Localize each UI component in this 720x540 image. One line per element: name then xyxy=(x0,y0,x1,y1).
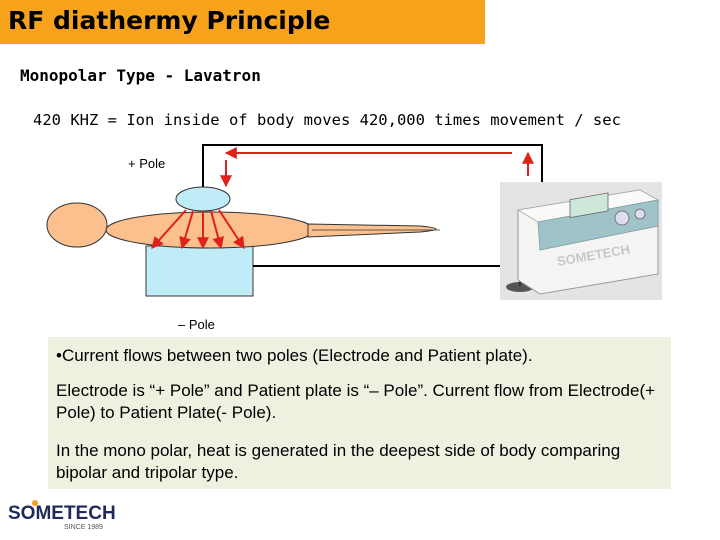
logo-name: SOMETECH xyxy=(8,503,116,524)
patient-legs xyxy=(308,224,436,237)
minus-pole-label: – Pole xyxy=(178,317,215,332)
lavatron-device-image: SOMETECH xyxy=(500,182,662,300)
explanation-para-3: In the mono polar, heat is generated in … xyxy=(56,440,666,484)
electrode xyxy=(176,187,230,211)
patient-body xyxy=(106,212,314,248)
sometech-logo: SOMETECH SINCE 1989 xyxy=(8,495,120,533)
patient-head xyxy=(47,203,107,247)
patient-plate xyxy=(146,246,253,296)
electrode-wire xyxy=(203,145,542,187)
explanation-para-2: Electrode is “+ Pole” and Patient plate … xyxy=(56,380,666,424)
plus-pole-label: + Pole xyxy=(128,156,165,171)
explanation-para-1: •Current flows between two poles (Electr… xyxy=(56,345,666,367)
logo-tagline: SINCE 1989 xyxy=(64,524,103,531)
